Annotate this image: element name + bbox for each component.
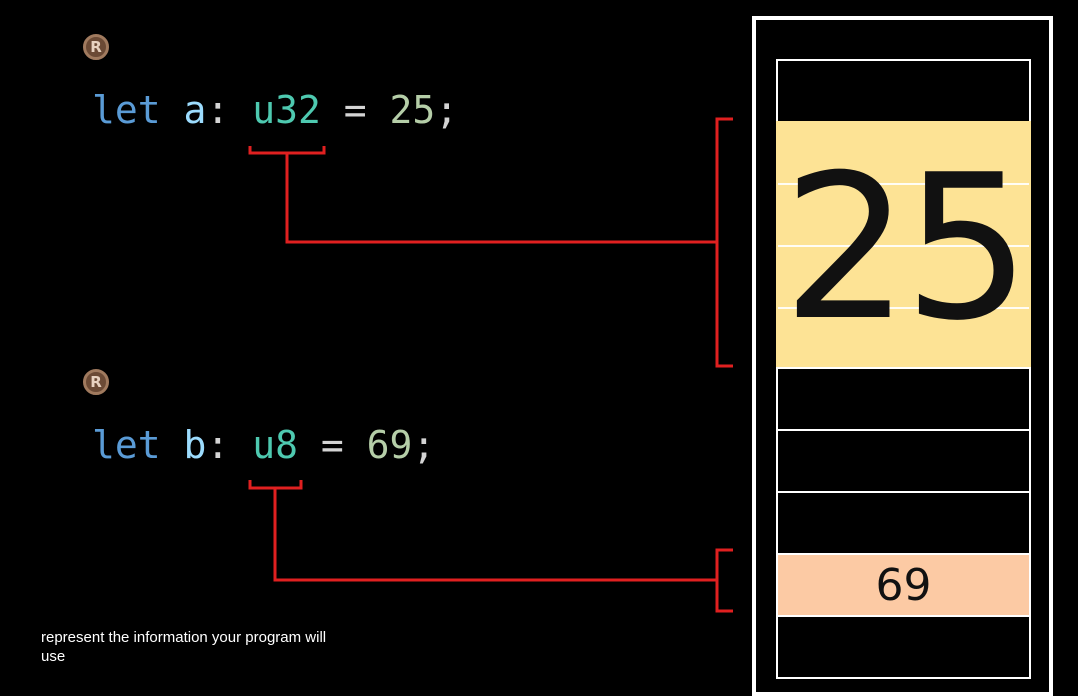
u8-connector-line [273, 488, 717, 582]
byte-divider [778, 245, 1029, 247]
memory-cell-u8: 69 [776, 553, 1031, 617]
variable-name: a [183, 88, 207, 132]
u8-underline-bracket [248, 480, 303, 490]
colon: : [206, 88, 230, 132]
memory-cell [776, 429, 1031, 493]
subtitle-caption: represent the information your program w… [41, 629, 327, 665]
number-literal: 69 [366, 423, 413, 467]
u32-memory-bracket [715, 117, 733, 368]
type-annotation: u32 [252, 88, 321, 132]
u32-value: 25 [782, 132, 1030, 365]
semicolon: ; [412, 423, 436, 467]
memory-cell [776, 615, 1031, 679]
number-literal: 25 [389, 88, 436, 132]
type-annotation: u8 [252, 423, 298, 467]
byte-divider [778, 307, 1029, 309]
semicolon: ; [435, 88, 459, 132]
equals-sign: = [343, 88, 367, 132]
memory-cell-u32: 25 [776, 121, 1031, 369]
u8-memory-bracket [715, 548, 733, 613]
equals-sign: = [320, 423, 344, 467]
u8-value: 69 [875, 559, 932, 611]
memory-cell [776, 491, 1031, 555]
variable-name: b [183, 423, 207, 467]
code-line-a: let a: u32 = 25; [92, 88, 458, 132]
memory-cell [776, 367, 1031, 431]
keyword-let: let [92, 423, 161, 467]
colon: : [206, 423, 230, 467]
u32-connector-line [285, 153, 717, 244]
type-to-memory-connectors [248, 117, 733, 613]
u32-underline-bracket [248, 146, 326, 155]
byte-divider [778, 183, 1029, 185]
rust-logo-icon: R [83, 369, 109, 395]
code-line-b: let b: u8 = 69; [92, 423, 435, 467]
rust-logo-icon: R [83, 34, 109, 60]
memory-stack: 25 69 [752, 16, 1053, 696]
memory-cell [776, 59, 1031, 123]
keyword-let: let [92, 88, 161, 132]
